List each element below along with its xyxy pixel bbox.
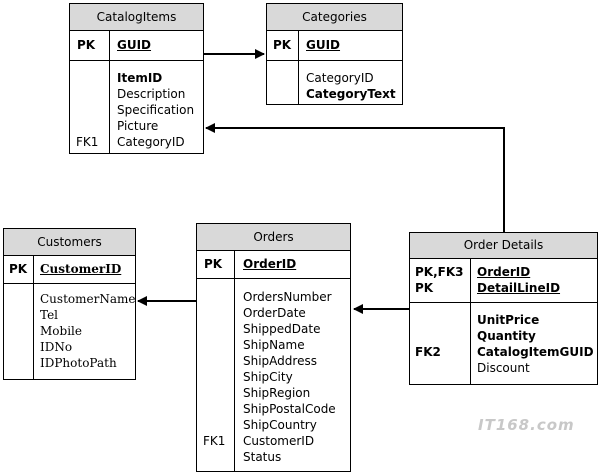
pk-section: PK CustomerID: [4, 256, 135, 284]
field-ordersnumber: OrdersNumber: [243, 290, 332, 304]
entity-title: Customers: [4, 229, 135, 256]
pk-section: PK GUID: [70, 31, 203, 61]
pk-section: PK OrderID: [197, 251, 350, 279]
field-shipregion: ShipRegion: [243, 386, 311, 400]
entity-title: Orders: [197, 224, 350, 251]
field-description: Description: [117, 87, 186, 101]
field-idno: IDNo: [40, 340, 73, 354]
orderdetails-to-catalogitems-line: [205, 123, 505, 232]
fields-section: UnitPrice Quantity FK2 CatalogItemGUID D…: [410, 303, 597, 384]
entity-orders: Orders PK OrderID OrdersNumber OrderDate…: [196, 223, 351, 472]
fk-label: FK1: [76, 135, 99, 149]
fields-section: CustomerName Tel Mobile IDNo IDPhotoPath: [4, 284, 135, 379]
pk-label-2: PK: [415, 281, 434, 295]
entity-order-details: Order Details PK,FK3 PK OrderID DetailLi…: [409, 232, 598, 385]
field-status: Status: [243, 450, 282, 464]
watermark-logo: IT168.com: [478, 416, 575, 434]
field-shippostalcode: ShipPostalCode: [243, 402, 336, 416]
pk-label-1: PK,FK3: [415, 265, 464, 279]
field-picture: Picture: [117, 119, 159, 133]
field-categoryid: CategoryID: [117, 135, 185, 149]
pk-section: PK,FK3 PK OrderID DetailLineID: [410, 259, 597, 303]
field-shipcountry: ShipCountry: [243, 418, 317, 432]
field-customerid: CustomerID: [243, 434, 315, 448]
pk-field-detaillineid: DetailLineID: [477, 281, 561, 295]
pk-field: GUID: [117, 38, 152, 52]
field-shipaddress: ShipAddress: [243, 354, 317, 368]
pk-field: OrderID: [243, 257, 297, 271]
field-mobile: Mobile: [40, 324, 82, 338]
entity-title: Categories: [267, 4, 402, 31]
pk-label: PK: [77, 38, 96, 52]
pk-label: PK: [273, 38, 292, 52]
entity-title: CatalogItems: [70, 4, 203, 31]
field-itemid: ItemID: [117, 71, 163, 85]
fields-section: ItemID Description Specification Picture…: [70, 61, 203, 153]
pk-label: PK: [9, 262, 28, 276]
field-shippeddate: ShippedDate: [243, 322, 321, 336]
pk-section: PK GUID: [267, 31, 402, 61]
fields-section: CategoryID CategoryText: [267, 61, 402, 104]
entity-customers: Customers PK CustomerID CustomerName Tel…: [3, 228, 136, 380]
field-categoryid: CategoryID: [306, 71, 374, 85]
field-categorytext: CategoryText: [306, 87, 396, 101]
field-unitprice: UnitPrice: [477, 313, 540, 327]
pk-field: CustomerID: [40, 262, 122, 276]
pk-field-orderid: OrderID: [477, 265, 531, 279]
fields-section: OrdersNumber OrderDate ShippedDate ShipN…: [197, 279, 350, 471]
field-shipname: ShipName: [243, 338, 305, 352]
field-discount: Discount: [477, 361, 530, 375]
field-quantity: Quantity: [477, 329, 536, 343]
field-specification: Specification: [117, 103, 195, 117]
field-tel: Tel: [40, 308, 59, 322]
pk-field: GUID: [306, 38, 341, 52]
fk-label: FK2: [415, 345, 441, 359]
field-catalogitemguid: CatalogItemGUID: [477, 345, 594, 359]
field-idphotopath: IDPhotoPath: [40, 356, 117, 370]
pk-label: PK: [204, 257, 223, 271]
field-orderdate: OrderDate: [243, 306, 306, 320]
field-shipcity: ShipCity: [243, 370, 293, 384]
entity-title: Order Details: [410, 233, 597, 259]
field-customername: CustomerName: [40, 292, 136, 306]
entity-categories: Categories PK GUID CategoryID CategoryTe…: [266, 3, 403, 105]
fk-label: FK1: [203, 434, 226, 448]
entity-catalog-items: CatalogItems PK GUID ItemID Description …: [69, 3, 204, 154]
